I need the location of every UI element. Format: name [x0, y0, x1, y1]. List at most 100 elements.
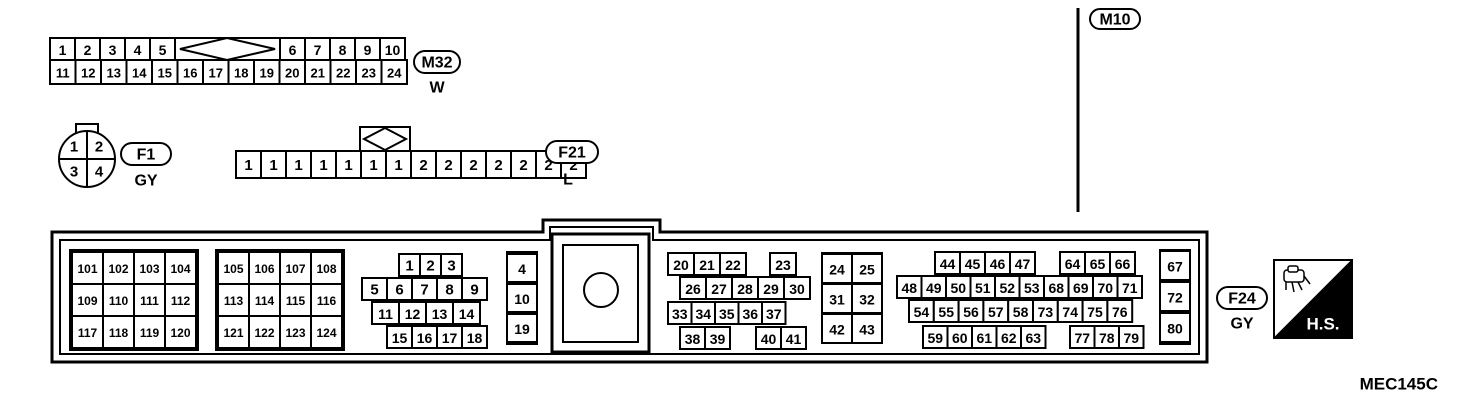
pin-cell [506, 283, 538, 313]
pin-label: 67 [1167, 259, 1183, 275]
pin-label: 5 [159, 42, 167, 58]
pin-label: 39 [710, 331, 726, 347]
f21-key-diamond [361, 126, 409, 152]
pin-label: 20 [285, 66, 299, 81]
f1-pin: 2 [95, 139, 103, 156]
pin-label: 111 [140, 294, 159, 308]
pin-label: 2 [444, 157, 452, 174]
pin-label: 43 [859, 322, 875, 338]
pin-label: 22 [725, 257, 741, 273]
pin-cell [310, 150, 337, 179]
pin-label: 112 [171, 294, 191, 308]
pin-label: 26 [685, 281, 701, 297]
pin-label: 4 [134, 42, 142, 58]
pin-label: 52 [999, 280, 1015, 296]
pin-label: 79 [1123, 330, 1139, 346]
pin-label: 119 [140, 326, 160, 340]
pin-cell [506, 313, 538, 343]
pin-label: 1 [59, 42, 67, 58]
pin-label: 42 [829, 322, 845, 338]
pin-cell [310, 283, 343, 317]
pin-label: 25 [859, 262, 875, 278]
pin-cell [783, 276, 811, 300]
pin-cell [461, 325, 488, 349]
pin-label: 40 [761, 331, 777, 347]
pin-label: 41 [786, 331, 802, 347]
pin-cell [704, 326, 731, 350]
m10-label: M10 [1099, 12, 1130, 29]
pin-label: 77 [1074, 330, 1090, 346]
pin-label: 54 [914, 304, 930, 320]
pin-label: 6 [289, 42, 297, 58]
pin-cell [133, 315, 166, 349]
pin-label: 121 [223, 326, 243, 340]
pin-label: 2 [544, 157, 552, 174]
pin-label: 6 [395, 282, 403, 299]
pin-cell [461, 277, 488, 301]
pin-cell [329, 59, 357, 85]
pin-label: 21 [699, 257, 715, 273]
f24-color: GY [1230, 316, 1253, 333]
pin-label: 15 [158, 66, 172, 81]
pin-label: 66 [1115, 256, 1131, 272]
pin-label: 123 [285, 326, 305, 340]
pin-label: 22 [336, 66, 350, 81]
pin-cell [769, 252, 797, 276]
pin-cell [217, 283, 250, 317]
pin-label: 70 [1097, 280, 1113, 296]
pin-label: 50 [950, 280, 966, 296]
pin-label: 114 [255, 294, 275, 308]
pin-label: 105 [223, 262, 243, 276]
f24-label-outline [1216, 286, 1268, 310]
pin-label: 12 [81, 66, 95, 81]
pin-label: 49 [926, 280, 942, 296]
pin-label: 124 [316, 326, 336, 340]
pin-label: 59 [927, 330, 943, 346]
pin-label: 61 [976, 330, 992, 346]
pin-label: 68 [1048, 280, 1064, 296]
pin-label: 44 [940, 256, 956, 272]
pin-cell [506, 253, 538, 283]
pin-label: 9 [470, 282, 478, 299]
pin-label: 28 [737, 281, 753, 297]
pin-cell [279, 283, 312, 317]
pin-label: 34 [695, 306, 711, 322]
pin-label: 106 [254, 262, 274, 276]
pin-label: 17 [442, 330, 458, 346]
pin-cell [235, 150, 262, 179]
pin-label: 51 [975, 280, 991, 296]
pin-label: 104 [170, 262, 190, 276]
pin-label: 24 [829, 262, 845, 278]
pin-label: 1 [344, 157, 352, 174]
pin-label: 21 [311, 66, 325, 81]
f1-pin: 3 [70, 164, 78, 181]
pin-label: 75 [1087, 304, 1103, 320]
pin-label: 38 [685, 331, 701, 347]
pin-cell [248, 315, 281, 349]
pin-cell [100, 59, 128, 85]
pin-label: 57 [988, 304, 1004, 320]
pin-cell [380, 59, 408, 85]
f1-label: F1 [137, 147, 156, 164]
pin-label: 64 [1065, 256, 1081, 272]
pin-label: 1 [369, 157, 377, 174]
pin-label: 117 [78, 326, 98, 340]
pin-label: 1 [244, 157, 252, 174]
pin-label: 78 [1099, 330, 1115, 346]
pin-cell [1159, 312, 1191, 343]
pin-cell [510, 150, 537, 179]
pin-label: 16 [417, 330, 433, 346]
pin-label: 73 [1038, 304, 1054, 320]
pin-label: 72 [1167, 290, 1183, 306]
pin-cell [780, 326, 807, 350]
pin-cell [260, 150, 287, 179]
pin-label: 118 [109, 326, 129, 340]
m10-label-outline [1089, 8, 1141, 30]
f24-inner-outline [59, 226, 1200, 355]
f1-label-outline [120, 142, 172, 166]
pin-label: 13 [107, 66, 121, 81]
pin-label: 2 [84, 42, 92, 58]
f21-label: F21 [558, 145, 586, 162]
pin-label: 3 [447, 258, 455, 275]
pin-label: 2 [419, 157, 427, 174]
